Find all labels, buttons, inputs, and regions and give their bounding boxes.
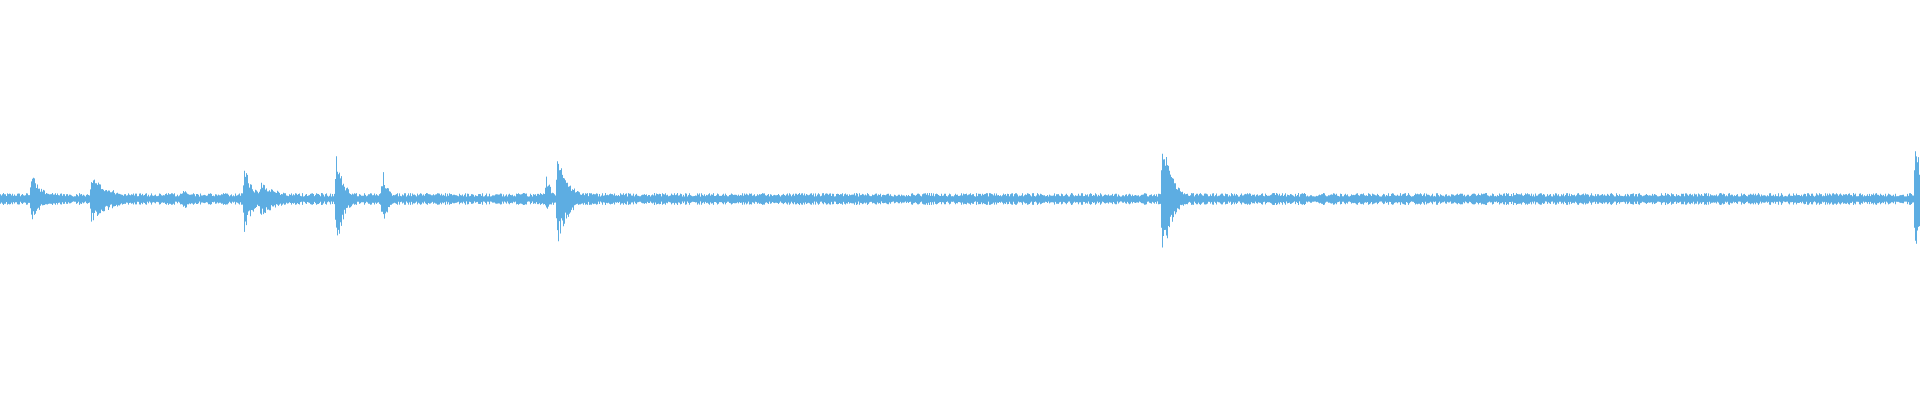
audio-waveform[interactable]	[0, 0, 1920, 400]
audio-waveform-panel[interactable]	[0, 0, 1920, 400]
